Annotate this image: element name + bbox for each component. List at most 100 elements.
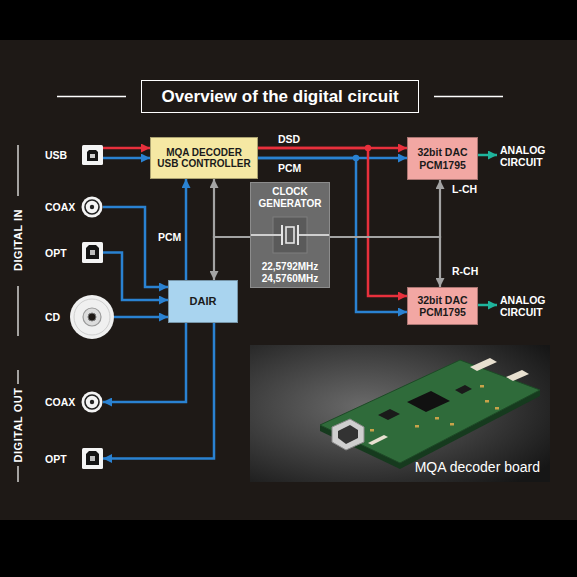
group-label: DIGITAL IN <box>12 209 24 271</box>
coax-pin <box>90 205 94 209</box>
junction-dot <box>365 145 371 151</box>
group-bracket-line <box>17 286 18 336</box>
clock-generator-box: CLOCK GENERATOR 22,5792MHz 24,5760MHz <box>250 182 330 288</box>
analog-output-arrow <box>478 154 497 157</box>
signal-line <box>258 157 407 160</box>
connector-icon <box>81 196 103 218</box>
optical-lens <box>90 250 95 255</box>
frequency-text: 22,5792MHz 24,5760MHz <box>251 261 329 284</box>
title-rule <box>57 96 126 98</box>
receiver-box: DAIR <box>168 280 238 323</box>
signal-name: PCM <box>158 231 181 243</box>
clock-line <box>214 179 250 237</box>
opt-port: OPT <box>82 448 103 469</box>
smd-part <box>480 385 484 388</box>
dac-box: 32bit DAC PCM1795 <box>407 137 478 180</box>
chip <box>455 385 472 394</box>
group-bracket-line <box>17 145 18 196</box>
pcb-board <box>320 360 540 463</box>
box-label: 32bit DAC PCM1795 <box>410 146 475 170</box>
coax-pin <box>90 400 94 404</box>
crystal-symbol <box>251 215 329 255</box>
smd-part <box>450 423 454 426</box>
background-panel <box>0 40 577 520</box>
optical-opening <box>86 245 99 259</box>
signal-line <box>103 323 214 459</box>
channel-label: R-CH <box>452 266 478 278</box>
usb-opening <box>338 425 358 444</box>
photo-caption: MQA decoder board <box>415 459 540 475</box>
box-label: MQA DECODER USB CONTROLLER <box>153 147 255 170</box>
optical-socket <box>82 242 103 263</box>
coax-shell <box>82 197 103 218</box>
decoder-box: MQA DECODER USB CONTROLLER <box>150 137 258 179</box>
channel-label: L-CH <box>452 184 477 196</box>
header-connector <box>506 370 529 381</box>
crystal-lead <box>298 234 329 236</box>
title-rule <box>434 96 503 98</box>
crystal-plate <box>281 225 283 245</box>
disc <box>70 295 114 339</box>
header-connector <box>470 358 497 371</box>
chip <box>407 391 450 412</box>
optical-lens <box>90 456 95 461</box>
title-frame: Overview of the digital circuit <box>141 80 419 113</box>
signal-line <box>103 207 168 287</box>
group-label: DIGITAL OUT <box>12 388 24 463</box>
crystal-plate <box>297 225 299 245</box>
smd-part <box>495 407 499 410</box>
port-label: COAX <box>45 396 75 408</box>
coax-ring <box>85 395 99 409</box>
signal-line <box>103 157 150 160</box>
box-label: DAIR <box>190 295 217 308</box>
signal-line <box>185 179 188 280</box>
box-label: 32bit DAC PCM1795 <box>410 294 475 318</box>
smd-part <box>370 429 374 432</box>
photo-background <box>250 345 550 482</box>
optical-opening <box>86 451 99 465</box>
smd-part <box>485 400 489 403</box>
usb-opening <box>87 150 98 161</box>
cd-disc: CD <box>70 295 114 339</box>
port-label: USB <box>45 149 67 161</box>
signal-name: DSD <box>278 133 300 145</box>
smd-part <box>435 417 439 420</box>
port-label: OPT <box>45 453 67 465</box>
signal-line <box>103 147 150 150</box>
connector-icon <box>81 391 103 413</box>
output-label: ANALOG CIRCUIT <box>500 145 562 168</box>
signal-line <box>114 316 168 319</box>
connector-icon <box>82 448 103 469</box>
opt-port: OPT <box>82 242 103 263</box>
analog-output-arrow <box>478 304 497 307</box>
connector-icon <box>82 145 103 165</box>
diagram-title: Overview of the digital circuit <box>161 87 398 107</box>
disc-ring <box>74 299 110 335</box>
port-label: CD <box>45 311 60 323</box>
box-heading: CLOCK GENERATOR <box>251 186 329 209</box>
dac-box: 32bit DAC PCM1795 <box>407 287 478 325</box>
coax-port: COAX <box>81 391 103 413</box>
crystal-body <box>286 227 294 243</box>
signal-line <box>103 253 168 301</box>
connector-icon <box>70 295 114 339</box>
coax-shell <box>82 392 103 413</box>
clock-line <box>330 180 440 237</box>
group-bracket-line <box>17 466 18 482</box>
usb-tongue <box>90 154 95 158</box>
disc-hole <box>88 313 96 321</box>
clock-line <box>330 237 440 287</box>
usb-socket <box>82 145 103 165</box>
signal-line <box>258 147 407 150</box>
smd-part <box>415 425 419 428</box>
clock-line <box>214 237 250 280</box>
connector-icon <box>82 242 103 263</box>
coax-ring <box>85 200 99 214</box>
header-connector <box>368 435 388 445</box>
usb-connector <box>332 419 364 450</box>
output-label: ANALOG CIRCUIT <box>500 295 562 318</box>
junction-dot <box>353 155 359 161</box>
optical-socket <box>82 448 103 469</box>
signal-name: PCM <box>278 162 301 174</box>
